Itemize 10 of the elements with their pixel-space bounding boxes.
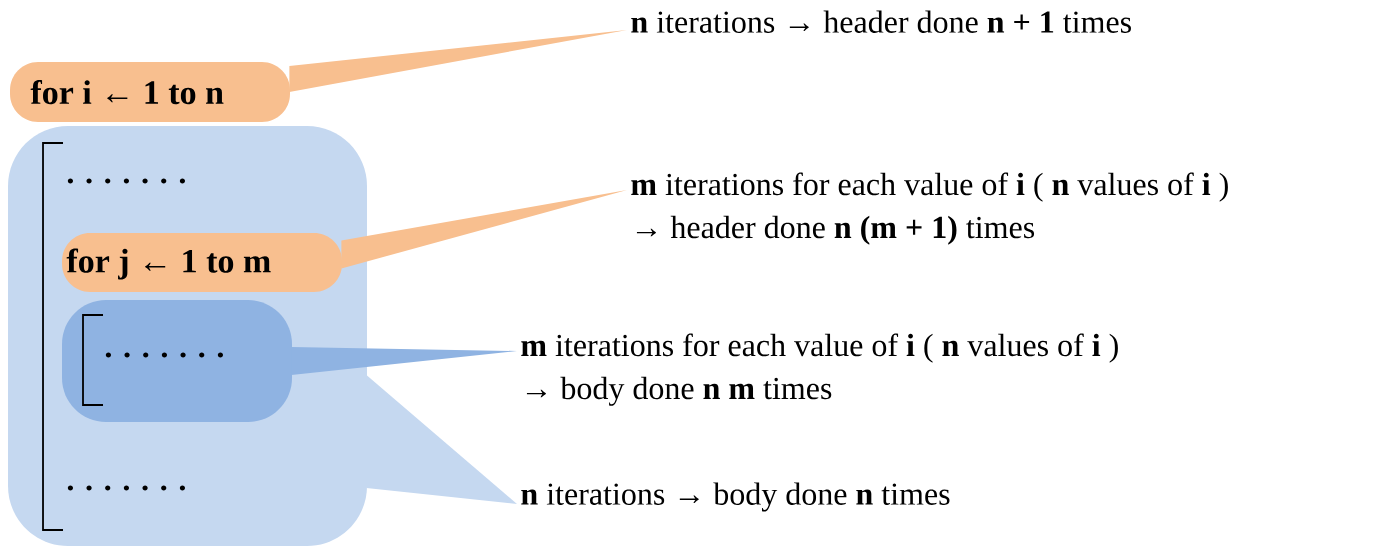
callout-wedge bbox=[366, 375, 517, 504]
callout-text: m iterations for each value of i ( n values of i ) → body done n m times bbox=[521, 333, 1118, 406]
callout-text: n iterations → body done n times bbox=[521, 482, 950, 512]
callout-text: n iterations → header done n + 1 times bbox=[631, 10, 1131, 33]
loop-header-box: for i ← 1 to n bbox=[10, 62, 290, 122]
callout-wedge bbox=[289, 30, 627, 92]
loop-header-box: for j ← 1 to m bbox=[62, 233, 342, 292]
callout-text: m iterations for each value of i ( n values of i ) → header done n (m + 1) times bbox=[631, 172, 1228, 245]
loop-body-box: . . . . . . . bbox=[62, 300, 292, 422]
callout-wedge bbox=[341, 190, 627, 269]
